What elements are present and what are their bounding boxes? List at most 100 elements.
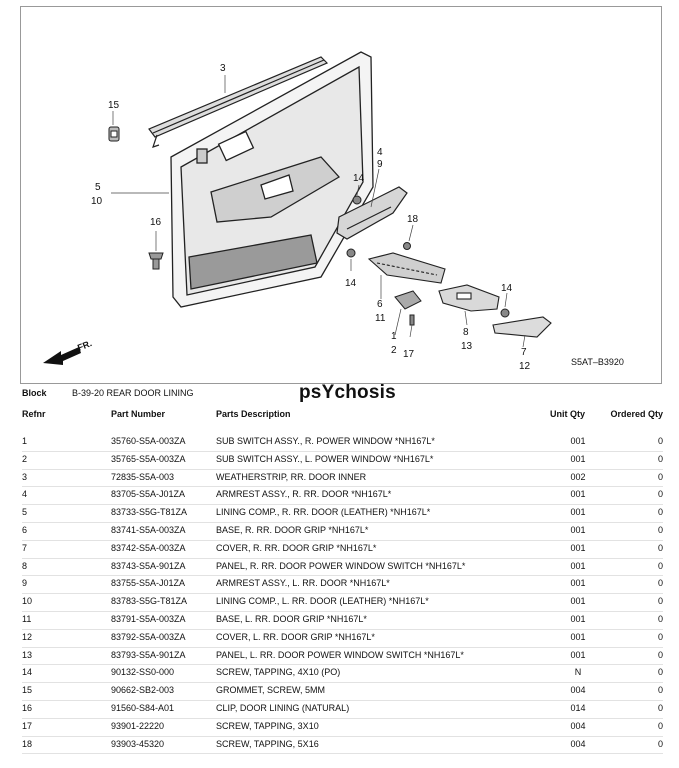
refnr-cell: 6 (22, 524, 28, 535)
row-divider (22, 486, 663, 488)
part-number-cell: 83793-S5A-901ZA (111, 649, 186, 660)
ordered-qty-cell: 0 (657, 436, 663, 446)
part-number-cell: 72835-S5A-003 (111, 471, 175, 482)
parts-description-cell: SCREW, TAPPING, 5X16 (216, 738, 319, 749)
armrest-drawing (336, 186, 408, 240)
callout-14b: 14 (345, 278, 357, 289)
refnr-cell: 11 (22, 613, 32, 624)
door-lining-panel-drawing (170, 51, 374, 308)
ordered-qty-cell: 0 (657, 524, 663, 535)
block-label: Block (22, 388, 47, 398)
refnr-cell: 15 (22, 685, 33, 696)
leader-lines (111, 75, 526, 348)
callout-11: 11 (375, 313, 386, 324)
parts-description-cell: COVER, R. RR. DOOR GRIP *NH167L* (216, 542, 377, 553)
unit-qty-cell: 001 (570, 631, 586, 642)
row-divider (22, 468, 663, 470)
callout-6: 6 (377, 299, 383, 310)
callout-13: 13 (461, 341, 473, 352)
unit-qty-cell: 001 (570, 560, 586, 571)
row-divider (22, 753, 663, 755)
ordered-qty-cell: 0 (657, 542, 663, 553)
exploded-parts-diagram: 3 15 5 10 16 4 9 14 18 14 6 11 1 2 17 8 … (20, 6, 662, 384)
unit-qty-cell: 004 (570, 685, 586, 696)
unit-qty-cell: 004 (570, 738, 586, 749)
callout-15: 15 (108, 100, 120, 111)
refnr-cell: 9 (22, 578, 28, 589)
callout-17: 17 (403, 349, 415, 360)
callout-12: 12 (519, 361, 531, 372)
part-number-cell: 83755-S5A-J01ZA (111, 578, 186, 589)
parts-description-cell: SUB SWITCH ASSY., L. POWER WINDOW *NH167… (216, 453, 434, 464)
ordered-qty-cell: 0 (657, 685, 663, 696)
part-number-cell: 91560-S84-A01 (111, 702, 175, 713)
row-divider (22, 717, 663, 719)
ordered-qty-cell: 0 (657, 720, 663, 731)
clip-drawing (148, 252, 164, 270)
unit-qty-cell: 001 (570, 649, 586, 660)
unit-qty-cell: 002 (570, 471, 586, 482)
row-divider (22, 682, 663, 684)
callout-14c: 14 (501, 283, 513, 294)
callout-9: 9 (377, 159, 383, 170)
unit-qty-cell: 001 (570, 578, 586, 589)
callout-2: 2 (391, 345, 397, 356)
row-divider (22, 521, 663, 523)
callout-18: 18 (407, 214, 419, 225)
row-divider (22, 735, 663, 737)
unit-qty-cell: 001 (570, 524, 586, 535)
row-divider (22, 504, 663, 506)
part-number-cell: 83741-S5A-003ZA (111, 524, 186, 535)
parts-description-cell: PANEL, R. RR. DOOR POWER WINDOW SWITCH *… (216, 560, 466, 571)
refnr-cell: 3 (22, 471, 28, 482)
parts-description-cell: ARMREST ASSY., R. RR. DOOR *NH167L* (216, 489, 392, 500)
callout-16: 16 (150, 217, 162, 228)
front-direction-label: FR. (76, 338, 93, 353)
door-lining-illustration: 3 15 5 10 16 4 9 14 18 14 6 11 1 2 17 8 … (43, 51, 624, 372)
ordered-qty-cell: 0 (657, 702, 663, 713)
refnr-cell: 16 (22, 702, 33, 713)
row-divider (22, 575, 663, 577)
parts-description-cell: BASE, L. RR. DOOR GRIP *NH167L* (216, 613, 367, 624)
header-parts-description: Parts Description (216, 409, 291, 419)
part-number-cell: 93901-22220 (111, 720, 165, 731)
row-divider (22, 557, 663, 559)
unit-qty-cell: 014 (570, 702, 586, 713)
ordered-qty-cell: 0 (657, 649, 663, 660)
parts-description-cell: PANEL, L. RR. DOOR POWER WINDOW SWITCH *… (216, 649, 464, 660)
callout-3: 3 (220, 63, 226, 74)
part-number-cell: 93903-45320 (111, 738, 165, 749)
door-grip-base-drawing (367, 252, 446, 284)
refnr-cell: 18 (22, 738, 33, 749)
watermark-text: psYchosis (299, 382, 396, 403)
parts-description-cell: ARMREST ASSY., L. RR. DOOR *NH167L* (216, 578, 390, 589)
sub-switch-drawing (394, 290, 422, 310)
refnr-cell: 14 (22, 667, 33, 678)
refnr-cell: 17 (22, 720, 33, 731)
ordered-qty-cell: 0 (657, 613, 663, 624)
part-number-cell: 83783-S5G-T81ZA (111, 596, 188, 607)
part-number-cell: 83791-S5A-003ZA (111, 613, 186, 624)
ordered-qty-cell: 0 (657, 560, 663, 571)
header-ordered-qty: Ordered Qty (610, 409, 663, 419)
refnr-cell: 8 (22, 560, 28, 571)
row-divider (22, 699, 663, 701)
switch-panel-drawing (438, 284, 500, 312)
row-divider (22, 628, 663, 630)
grommet-drawing (108, 126, 120, 142)
unit-qty-cell: 001 (570, 436, 586, 446)
parts-description-cell: SCREW, TAPPING, 4X10 (PO) (216, 667, 341, 678)
